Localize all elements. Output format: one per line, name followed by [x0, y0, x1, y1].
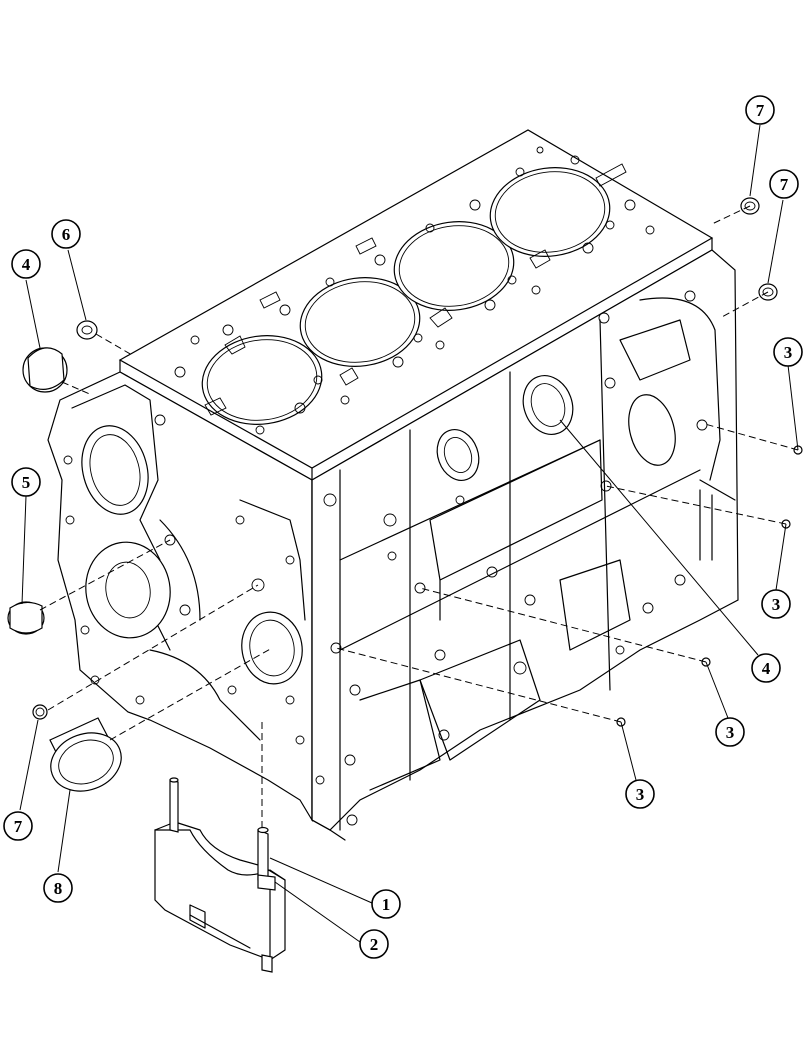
cylinder-bore-4 — [489, 167, 611, 257]
leader-lines — [19, 124, 799, 943]
callout-3-top-label: 3 — [784, 343, 793, 362]
callout-3-mid-label: 3 — [726, 723, 735, 742]
callout-7-right-label: 7 — [780, 175, 789, 194]
callout-5-label: 5 — [22, 473, 31, 492]
cylinder-bore-2 — [299, 277, 421, 367]
callout-2-label: 2 — [370, 935, 379, 954]
callout-8: 8 — [43, 873, 73, 903]
callout-7-top-label: 7 — [756, 101, 765, 120]
front-bore — [81, 425, 149, 515]
callout-3-mid: 3 — [715, 717, 745, 747]
callout-3-bottom-label: 3 — [636, 785, 645, 804]
callout-4-right: 4 — [751, 653, 781, 683]
callout-7-right: 7 — [769, 169, 799, 199]
cap-washer — [257, 874, 276, 891]
cylinder-bore-1 — [201, 335, 323, 425]
callout-7-left: 7 — [3, 811, 33, 841]
callout-7-top: 7 — [745, 95, 775, 125]
bushing-8 — [49, 717, 122, 792]
callout-2: 2 — [359, 929, 389, 959]
callout-6: 6 — [51, 219, 81, 249]
callout-3-bottom: 3 — [625, 779, 655, 809]
plug-6 — [76, 320, 98, 340]
callout-3-right-label: 3 — [772, 595, 781, 614]
plug-7-left — [32, 704, 48, 720]
callout-3-right: 3 — [761, 589, 791, 619]
callout-1: 1 — [371, 889, 401, 919]
callout-3-top: 3 — [773, 337, 803, 367]
callout-7-left-label: 7 — [14, 817, 23, 836]
callout-4-right-label: 4 — [762, 659, 771, 678]
callout-8-label: 8 — [54, 879, 63, 898]
callout-1-label: 1 — [382, 895, 391, 914]
cup-plug-5 — [7, 601, 45, 635]
engine-block — [47, 129, 739, 841]
callout-4-left-label: 4 — [22, 255, 31, 274]
cup-plug-4-left — [22, 347, 68, 393]
callout-6-label: 6 — [62, 225, 71, 244]
callout-4-left: 4 — [11, 249, 41, 279]
cylinder-bore-3 — [393, 221, 515, 311]
callout-5: 5 — [11, 467, 41, 497]
assembly-lines — [39, 205, 799, 828]
camshaft-bore — [522, 375, 574, 435]
main-bearing-cap — [154, 777, 286, 973]
